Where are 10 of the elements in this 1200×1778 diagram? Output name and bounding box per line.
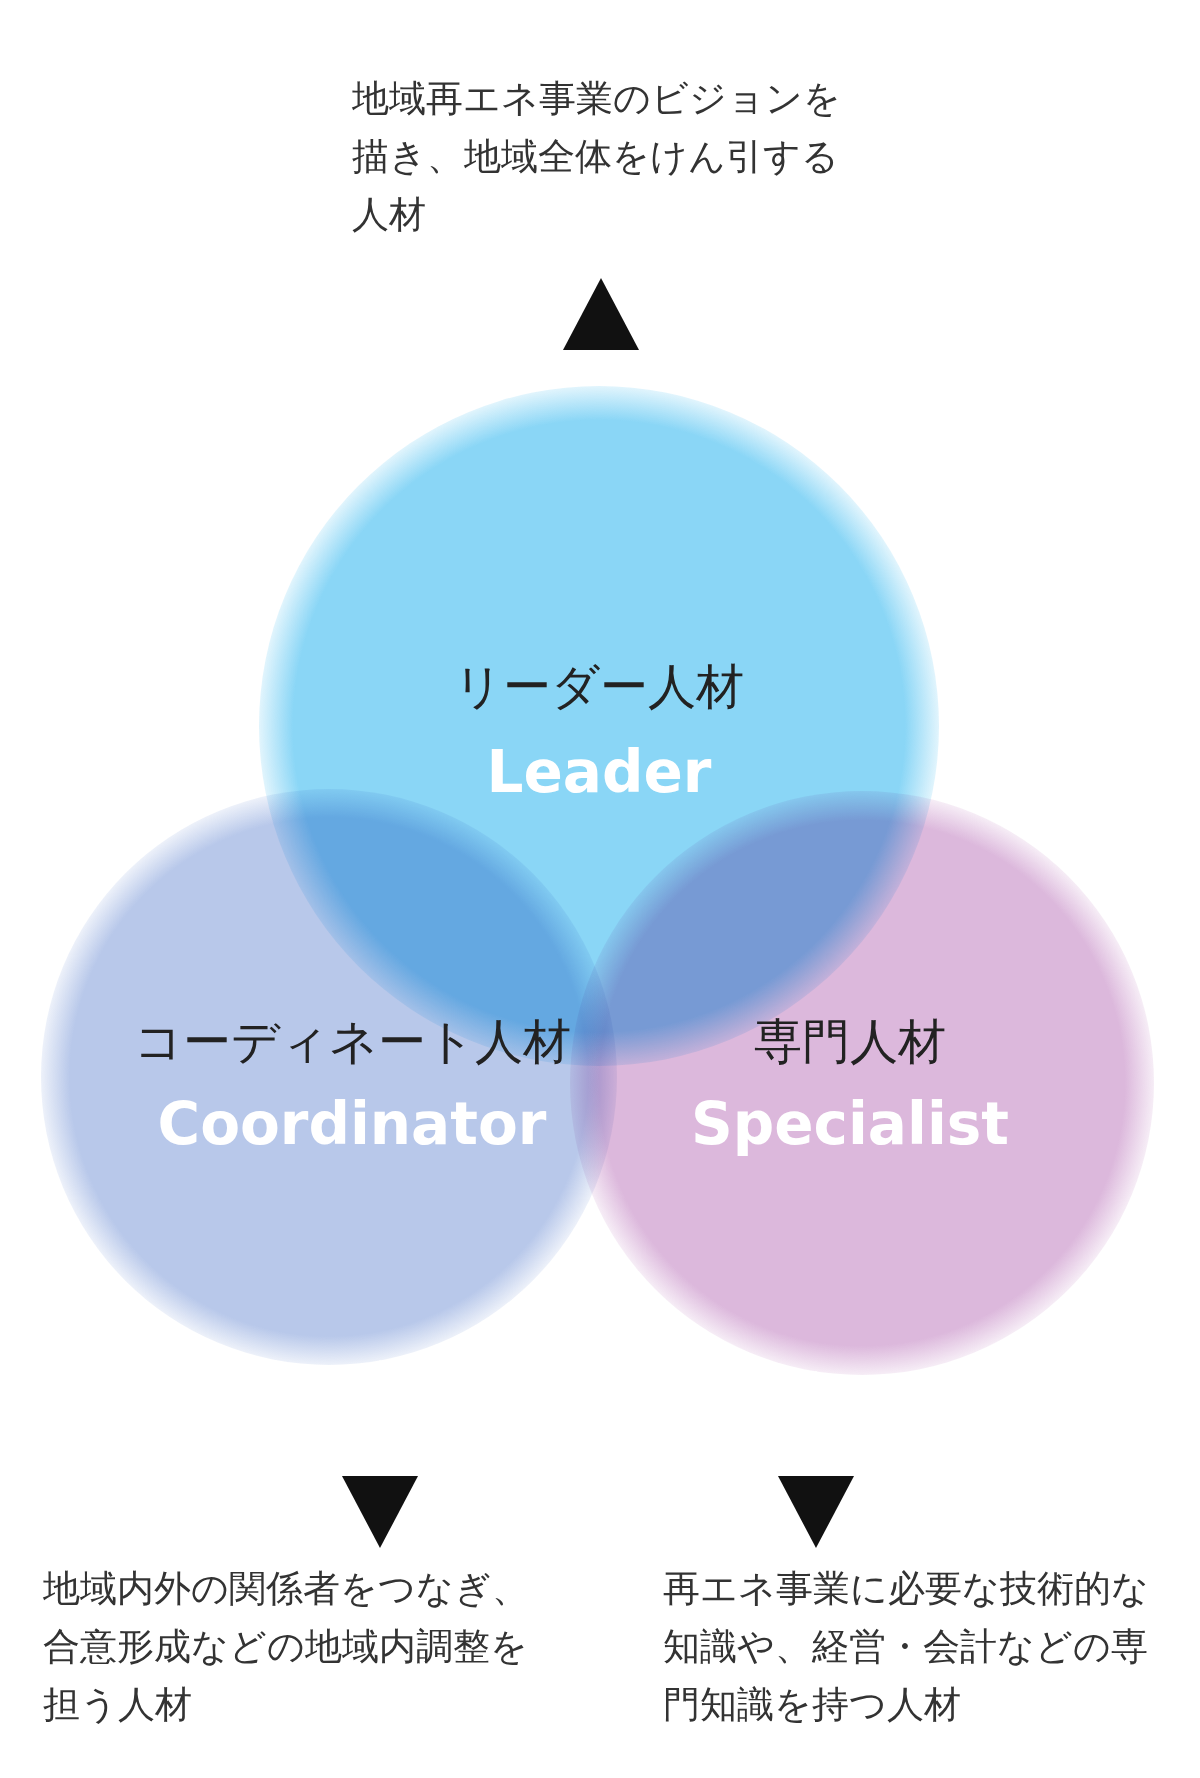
role-name: Leader: [486, 738, 712, 806]
description-text: 地域再エネ事業のビジョンを描き、地域全体をけん引する人材: [352, 70, 862, 244]
description-text: 再エネ事業に必要な技術的な知識や、経営・会計などの専門知識を持つ人材: [663, 1560, 1173, 1734]
role-label: コーディネート人材: [133, 1012, 571, 1071]
role-label: 専門人材: [754, 1012, 946, 1071]
role-name: Coordinator: [157, 1090, 547, 1158]
description-text: 地域内外の関係者をつなぎ、合意形成などの地域内調整を担う人材: [43, 1560, 553, 1734]
role-label: リーダー人材: [454, 657, 744, 716]
arrow: [778, 1370, 854, 1549]
role-name: Specialist: [691, 1090, 1009, 1158]
